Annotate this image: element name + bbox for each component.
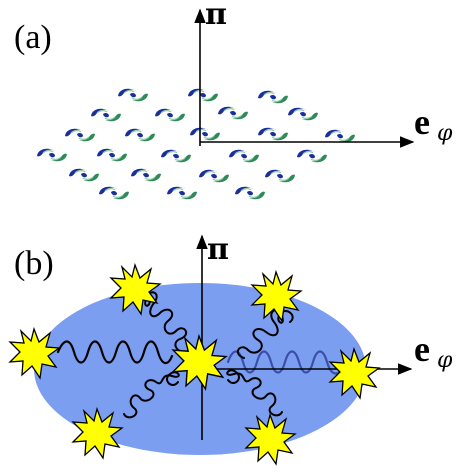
swirl-vortex-icon <box>189 127 221 141</box>
swirl-grid <box>36 88 356 200</box>
swirl-vortex-icon <box>166 186 198 200</box>
swirl-vortex-icon <box>68 168 100 182</box>
swirl-vortex-icon <box>124 128 156 142</box>
wave-packets <box>56 291 342 419</box>
swirl-vortex-icon <box>96 148 128 162</box>
e-phi-axis-subscript-b: φ <box>437 348 453 373</box>
panel-b-label: (b) <box>14 245 54 282</box>
swirl-vortex-icon <box>234 186 266 200</box>
swirl-vortex-icon <box>228 149 260 163</box>
swirl-vortex-icon <box>257 90 289 104</box>
swirl-vortex-icon <box>117 88 149 102</box>
coil-upper-left <box>136 291 197 364</box>
swirl-vortex-icon <box>64 128 96 142</box>
swirl-vortex-icon <box>90 108 122 122</box>
swirl-vortex-icon <box>257 127 289 141</box>
swirl-vortex-icon <box>154 108 186 122</box>
panel-a-label: (a) <box>14 19 52 56</box>
wave-left <box>56 340 174 365</box>
swirl-vortex-icon <box>36 148 68 162</box>
swirl-vortex-icon <box>160 149 192 163</box>
panel-b: (b) π e φ <box>9 232 453 465</box>
pi-axis-label-b: π <box>207 232 229 267</box>
panel-a: (a) π <box>14 0 453 200</box>
e-phi-axis-label: e <box>414 102 430 142</box>
swirl-vortex-icon <box>198 169 230 183</box>
e-phi-axis-subscript: φ <box>437 121 453 146</box>
coil-lower-right <box>226 369 283 417</box>
wave-right <box>226 350 342 375</box>
swirl-vortex-icon <box>264 169 296 183</box>
swirl-vortex-icon <box>296 149 328 163</box>
e-phi-axis-label-b: e <box>414 329 430 369</box>
swirl-vortex-icon <box>287 107 319 121</box>
pi-axis-label: π <box>205 0 227 32</box>
swirl-vortex-icon <box>217 106 249 120</box>
swirl-vortex-icon <box>324 129 356 143</box>
swirl-vortex-icon <box>187 88 219 102</box>
swirl-vortex-icon <box>130 168 162 182</box>
coil-lower-left <box>123 371 180 419</box>
swirl-vortex-icon <box>98 186 130 200</box>
